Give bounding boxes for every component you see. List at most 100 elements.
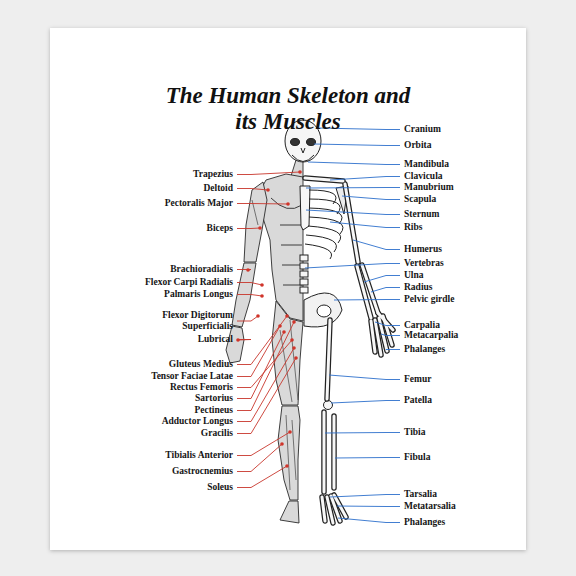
leader-line	[314, 144, 400, 146]
marker-dot	[286, 202, 290, 206]
muscle-label: Trapezius	[193, 169, 233, 180]
leader-line	[330, 495, 400, 498]
bone-label: Metacarpalia	[404, 330, 458, 341]
figure-part	[252, 200, 298, 402]
muscle-label: Palmaris Longus	[164, 289, 233, 300]
bone-label: Manubrium	[404, 182, 454, 193]
leader-line	[386, 349, 400, 351]
marker-dot	[260, 294, 264, 298]
leader-line	[237, 444, 282, 472]
marker-dot	[256, 314, 260, 318]
bone-label: Carpalia	[404, 320, 440, 331]
leader-line	[237, 348, 294, 422]
figure-part	[280, 225, 302, 285]
leader-line	[335, 457, 400, 459]
leader-line	[237, 466, 287, 488]
bone-label: Fibula	[404, 452, 430, 463]
leader-line	[329, 375, 400, 380]
muscle-label: Biceps	[207, 223, 233, 234]
figure-part	[300, 255, 308, 261]
bone-label: Vertebras	[404, 258, 444, 269]
leader-line	[237, 432, 290, 456]
leader-line	[237, 316, 258, 321]
muscle-label: Tibialis Anterior	[165, 450, 233, 461]
muscle-label: Gracilis	[201, 428, 233, 439]
bone-label: Ulna	[404, 270, 424, 281]
bone-label: Metatarsalia	[404, 501, 456, 512]
poster-title: The Human Skeleton and its Muscles	[163, 83, 413, 135]
figure-part	[304, 293, 342, 327]
bone-outline	[305, 178, 393, 523]
figure-part	[324, 401, 333, 410]
leader-line	[338, 518, 400, 523]
leader-line	[330, 222, 400, 228]
muscle-label: Deltoid	[203, 183, 233, 194]
leader-line	[381, 334, 400, 336]
figure-part	[300, 271, 308, 277]
leader-line	[337, 506, 400, 508]
muscle-label: Pectoralis Major	[165, 198, 233, 209]
figure-part	[291, 139, 300, 146]
muscle-label: Gastrocnemius	[172, 466, 233, 477]
figure-part	[301, 148, 305, 153]
bone-label: Phalanges	[404, 344, 445, 355]
muscle-label: Pectineus	[194, 405, 233, 416]
muscle-label: Tensor Faciae Latae	[151, 371, 233, 382]
leader-line	[375, 322, 400, 326]
leader-line	[308, 162, 400, 165]
bone-label: Femur	[404, 374, 431, 385]
bone-label: Radius	[404, 282, 433, 293]
bone-label: Orbita	[404, 140, 431, 151]
leader-line	[353, 240, 400, 250]
leader-line	[237, 228, 260, 230]
marker-dot	[236, 338, 240, 342]
leader-line	[334, 299, 400, 301]
leader-line	[330, 177, 400, 181]
figure-part	[272, 301, 303, 405]
leader-line	[237, 295, 262, 297]
leader-line	[306, 187, 400, 189]
marker-dot	[298, 170, 302, 174]
leader-line	[237, 172, 300, 175]
leader-line	[306, 210, 400, 215]
figure-part	[278, 406, 300, 500]
marker-dot	[258, 226, 262, 230]
bone-label: Clavicula	[404, 171, 443, 182]
muscle-label: Rectus Femoris	[170, 382, 233, 393]
figure-part	[300, 186, 310, 230]
muscle-label: Flexor Carpi Radialis	[145, 277, 233, 288]
bone-label: Mandibula	[404, 159, 449, 170]
leader-line	[237, 358, 296, 434]
leader-line	[364, 276, 400, 283]
figure-part	[271, 198, 302, 209]
figure-part	[226, 326, 244, 363]
leader-line	[325, 432, 400, 434]
figure-part	[286, 415, 296, 490]
marker-dot	[282, 330, 286, 334]
leader-line	[342, 196, 400, 200]
figure-part	[280, 501, 299, 523]
bone-label: Tibia	[404, 427, 425, 438]
figure-part	[300, 279, 308, 285]
figure-part	[244, 182, 267, 262]
muscle-label: Lubrical	[198, 334, 233, 345]
marker-dot	[260, 283, 264, 287]
bone-label: Tarsalia	[404, 489, 437, 500]
bone-fill	[305, 178, 393, 523]
leader-line	[371, 288, 400, 293]
leader-line	[237, 340, 292, 388]
marker-dot	[292, 346, 296, 350]
marker-dot	[280, 442, 284, 446]
bone-label: Patella	[404, 395, 432, 406]
leader-line	[305, 264, 400, 269]
muscle-label: Gluteus Medius	[169, 359, 233, 370]
marker-dot	[288, 430, 292, 434]
figure-part	[300, 287, 308, 293]
marker-dot	[278, 324, 282, 328]
figure-part	[292, 155, 314, 162]
leader-line	[237, 283, 262, 286]
muscle-label: Brachioradialis	[170, 264, 233, 275]
muscle-label: Adductor Longus	[162, 416, 233, 427]
bone-label: Sternum	[404, 209, 439, 220]
